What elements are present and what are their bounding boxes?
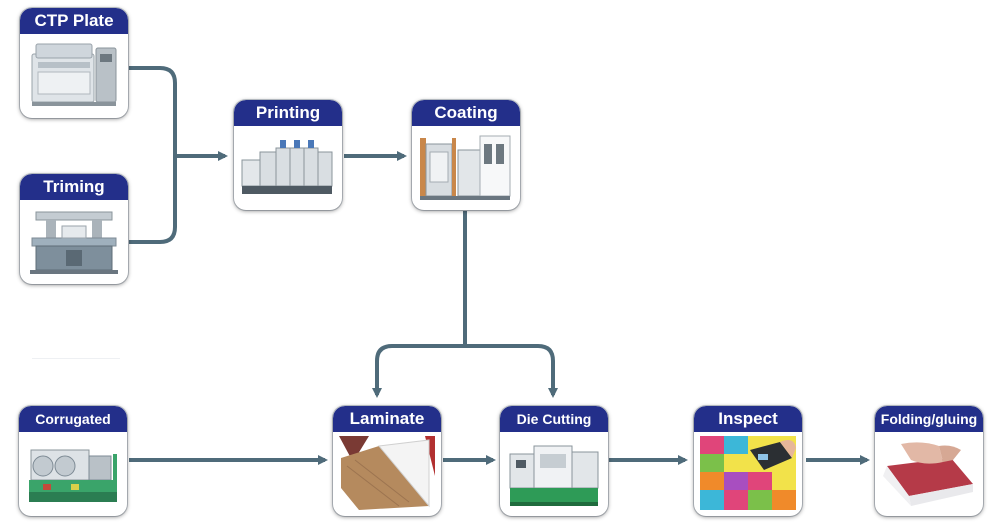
step-ctp-plate[interactable]: CTP Plate: [20, 8, 128, 118]
step-folding-gluing[interactable]: Folding/gluing: [875, 406, 983, 516]
coating-machine-image: [418, 130, 514, 204]
step-label: Inspect: [694, 406, 802, 432]
step-label: CTP Plate: [20, 8, 128, 34]
arrow-to-laminate: [372, 344, 465, 398]
step-triming[interactable]: Triming: [20, 174, 128, 284]
inspect-colorimeter-image: [700, 436, 796, 510]
step-die-cutting[interactable]: Die Cutting: [500, 406, 608, 516]
step-printing[interactable]: Printing: [234, 100, 342, 210]
laminate-board-image: [339, 436, 435, 510]
trimming-machine-image: [26, 204, 122, 278]
arrow-to-die-cutting: [465, 344, 558, 398]
step-corrugated[interactable]: Corrugated: [19, 406, 127, 516]
step-inspect[interactable]: Inspect: [694, 406, 802, 516]
step-coating[interactable]: Coating: [412, 100, 520, 210]
connector-ctp-plate: [128, 66, 177, 156]
die-cutting-machine-image: [506, 436, 602, 510]
step-laminate[interactable]: Laminate: [333, 406, 441, 516]
connector-triming: [128, 156, 177, 244]
folding-gluing-image: [881, 436, 977, 510]
step-label: Folding/gluing: [875, 406, 983, 432]
ctp-plate-machine-image: [26, 38, 122, 112]
divider: [32, 358, 120, 359]
step-label: Die Cutting: [500, 406, 608, 432]
step-label: Triming: [20, 174, 128, 200]
step-label: Laminate: [333, 406, 441, 432]
step-label: Corrugated: [19, 406, 127, 432]
step-label: Coating: [412, 100, 520, 126]
corrugated-machine-image: [25, 436, 121, 510]
step-label: Printing: [234, 100, 342, 126]
printing-press-image: [240, 130, 336, 204]
